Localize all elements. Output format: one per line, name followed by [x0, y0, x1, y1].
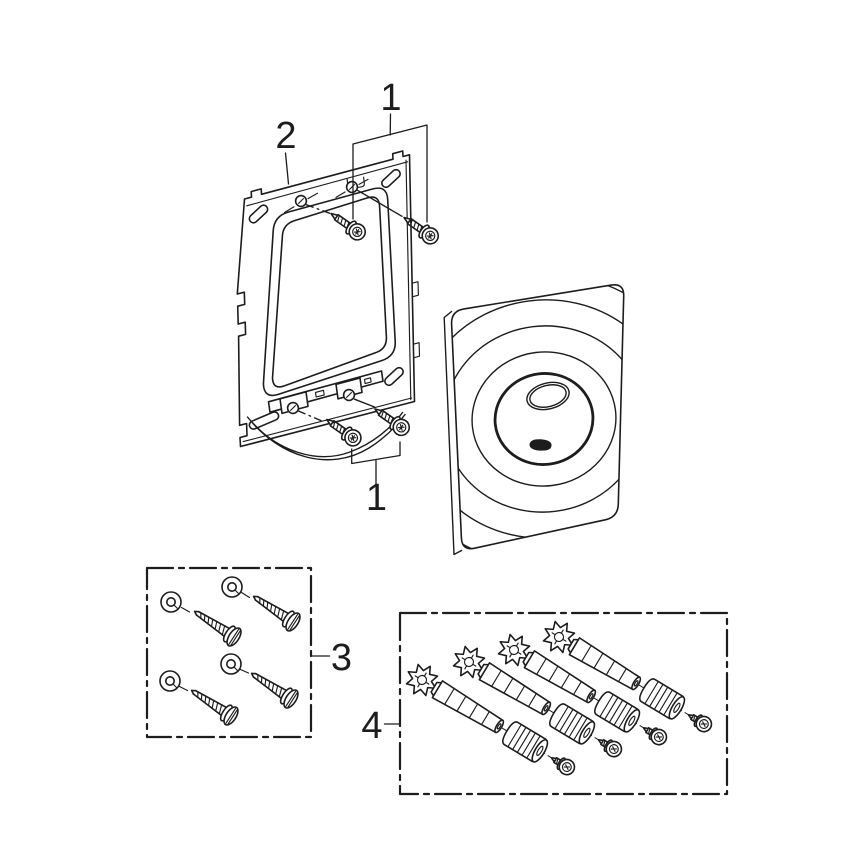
callout-1-top: 1 — [352, 77, 428, 223]
leader-bottom-left — [297, 410, 326, 423]
parts-box-4: 4 — [361, 611, 729, 796]
washer — [160, 591, 182, 613]
frame-opening — [271, 196, 388, 388]
leader-top-left — [305, 204, 331, 214]
flush-plate — [443, 284, 625, 556]
fixing-screws-bottom — [297, 398, 414, 450]
wood-screw — [247, 587, 304, 635]
brand-logo — [529, 439, 552, 451]
frame-collar-outer — [262, 187, 397, 397]
callout-1-bottom: 1 — [351, 441, 401, 519]
callout-1-top-lines — [352, 113, 428, 223]
callout-1-bottom-lines — [351, 441, 401, 485]
frame-edge-tabs — [411, 281, 421, 359]
box-3-axis-dashes — [178, 591, 251, 692]
box-3-border — [145, 566, 313, 739]
frame-hole-top-left — [294, 194, 308, 208]
washer — [220, 653, 242, 675]
callout-3-label: 3 — [331, 637, 352, 679]
frame-hole-top-right — [345, 180, 359, 194]
callout-1-bottom-label: 1 — [366, 477, 387, 519]
plate-side-face — [443, 310, 463, 556]
callout-4-label: 4 — [361, 705, 382, 747]
mounting-frame — [236, 150, 421, 461]
washer — [221, 576, 243, 598]
wood-screw — [185, 681, 242, 729]
oval-sensor-window — [526, 381, 570, 411]
frame-hole-bottom-right — [342, 388, 356, 402]
wood-screw — [188, 602, 245, 650]
callout-2-line — [284, 152, 290, 185]
fixing-screws-top — [305, 189, 443, 248]
leader-top-right — [356, 189, 403, 217]
parts-box-3: 3 — [145, 566, 352, 739]
box-4-border — [398, 611, 729, 796]
wood-screw — [245, 664, 302, 712]
callout-2: 2 — [275, 115, 297, 185]
frame-bottom-tab-right — [335, 377, 363, 400]
leader-bottom-right — [353, 398, 376, 408]
frame-hole-bottom-left — [286, 401, 300, 415]
callout-1-top-label: 1 — [380, 77, 401, 119]
frame-boss-lines — [283, 178, 369, 214]
frame-bottom-clips — [314, 377, 372, 398]
frame-outline — [236, 150, 416, 448]
callout-2-label: 2 — [275, 115, 296, 157]
washer — [159, 670, 181, 692]
